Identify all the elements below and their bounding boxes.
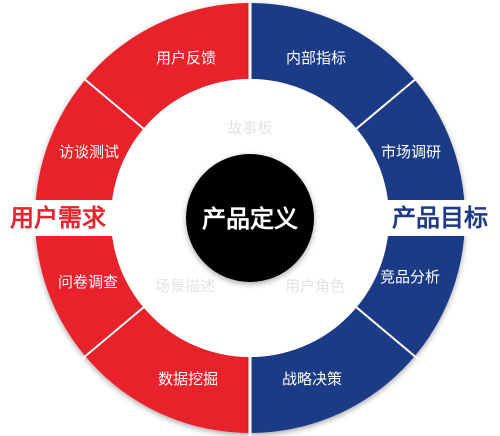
segment-divider bbox=[81, 76, 146, 131]
left-ring-half bbox=[35, 3, 250, 433]
inner-label-persona: 用户角色 bbox=[285, 277, 345, 295]
segment-questionnaire: 问卷调查 bbox=[58, 273, 118, 291]
segment-divider bbox=[81, 305, 146, 360]
segment-divider bbox=[354, 76, 419, 131]
segment-user-feedback: 用户反馈 bbox=[156, 49, 216, 67]
segment-dividers bbox=[81, 0, 419, 436]
right-title: 产品目标 bbox=[392, 204, 488, 232]
center-label: 产品定义 bbox=[202, 205, 298, 233]
segment-strategic-decision: 战略决策 bbox=[282, 370, 342, 388]
segment-market-research: 市场调研 bbox=[381, 143, 441, 161]
left-title: 用户需求 bbox=[10, 204, 106, 232]
inner-label-storyboard: 故事板 bbox=[227, 119, 272, 137]
right-title-box: 产品目标 bbox=[383, 200, 497, 236]
segment-data-mining: 数据挖掘 bbox=[158, 370, 218, 388]
center-disc bbox=[186, 154, 314, 282]
segment-divider bbox=[354, 305, 419, 360]
segment-interview-testing: 访谈测试 bbox=[59, 143, 119, 161]
right-ring-half bbox=[250, 3, 465, 433]
segment-competitor-analysis: 竞品分析 bbox=[380, 268, 440, 286]
segment-internal-metrics: 内部指标 bbox=[286, 49, 346, 67]
left-title-box: 用户需求 bbox=[2, 200, 114, 236]
inner-label-scenario: 场景描述 bbox=[155, 277, 215, 295]
